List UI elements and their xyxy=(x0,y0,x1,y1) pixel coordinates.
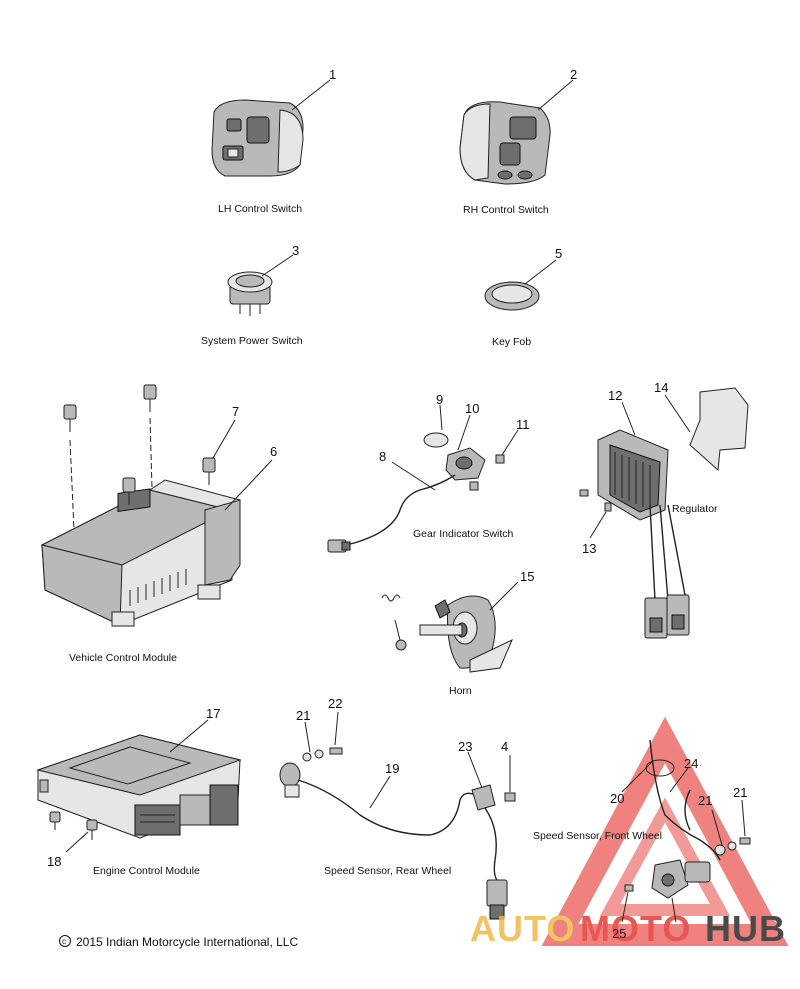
callout-21-front: 21 xyxy=(733,785,747,800)
label-rh-control-switch: RH Control Switch xyxy=(463,204,549,216)
callout-2: 2 xyxy=(570,67,577,82)
callout-14: 14 xyxy=(654,380,668,395)
callout-23: 4 xyxy=(501,739,508,754)
callout-4: 20 xyxy=(610,791,624,806)
callout-22: 23 xyxy=(458,739,472,754)
callout-21-front-lower: 25 xyxy=(612,926,626,941)
callout-10: 10 xyxy=(465,401,479,416)
label-gear-indicator-switch: Gear Indicator Switch xyxy=(413,528,514,540)
label-speed-sensor-rear-wheel: Speed Sensor, Rear Wheel xyxy=(324,865,451,877)
vcm-bolts xyxy=(63,384,216,531)
speed-sensor-front-wheel xyxy=(624,739,751,899)
label-speed-sensor-front-wheel: Speed Sensor, Front Wheel xyxy=(533,830,662,842)
label-regulator: Regulator xyxy=(672,503,718,515)
copyright-icon xyxy=(59,935,71,947)
rh-control-switch xyxy=(459,101,551,185)
callout-8: 8 xyxy=(379,449,386,464)
label-lh-control-switch: LH Control Switch xyxy=(218,203,302,215)
watermark-auto: AUTO xyxy=(470,908,575,949)
callout-15: 15 xyxy=(520,569,534,584)
engine-control-module xyxy=(36,734,242,839)
label-key-fob: Key Fob xyxy=(492,336,531,348)
callout-3: 3 xyxy=(292,243,299,258)
copyright-text: 2015 Indian Motorcycle International, LL… xyxy=(76,935,298,949)
callout-20-front: 21 xyxy=(698,793,712,808)
label-system-power-switch: System Power Switch xyxy=(201,335,303,347)
copyright-symbol-glyph: c xyxy=(62,937,66,946)
callout-5: 5 xyxy=(555,246,562,261)
callout-20-rear: 21 xyxy=(296,708,310,723)
callout-19: 19 xyxy=(385,761,399,776)
speed-sensor-rear-wheel xyxy=(279,747,516,920)
system-power-switch xyxy=(227,271,273,316)
ecm-bolts xyxy=(49,811,98,840)
callout-12: 12 xyxy=(608,388,622,403)
lh-control-switch xyxy=(211,99,304,177)
watermark-logo: AUTO MOTO HUB xyxy=(470,716,789,949)
callout-11: 11 xyxy=(516,417,530,432)
watermark-moto: MOTO xyxy=(580,908,691,949)
callout-1: 1 xyxy=(329,67,336,82)
callout-18: 18 xyxy=(47,854,61,869)
callout-9: 9 xyxy=(436,392,443,407)
vehicle-control-module xyxy=(40,479,241,627)
key-fob xyxy=(484,281,540,311)
horn xyxy=(381,594,513,673)
callout-7: 7 xyxy=(232,404,239,419)
callout-13: 13 xyxy=(582,541,596,556)
watermark-hub: HUB xyxy=(705,908,786,949)
callout-6: 6 xyxy=(270,444,277,459)
watermark-triangle xyxy=(541,716,789,946)
label-engine-control-module: Engine Control Module xyxy=(93,865,200,877)
horn-bolt xyxy=(394,619,407,651)
label-horn: Horn xyxy=(449,685,472,697)
callout-17: 17 xyxy=(206,706,220,721)
regulator xyxy=(579,387,749,639)
vcm-fins xyxy=(129,569,187,606)
callout-21-rear: 22 xyxy=(328,696,342,711)
callout-24: 24 xyxy=(684,756,698,771)
gear-indicator-switch xyxy=(327,432,505,553)
label-vehicle-control-module: Vehicle Control Module xyxy=(69,652,177,664)
